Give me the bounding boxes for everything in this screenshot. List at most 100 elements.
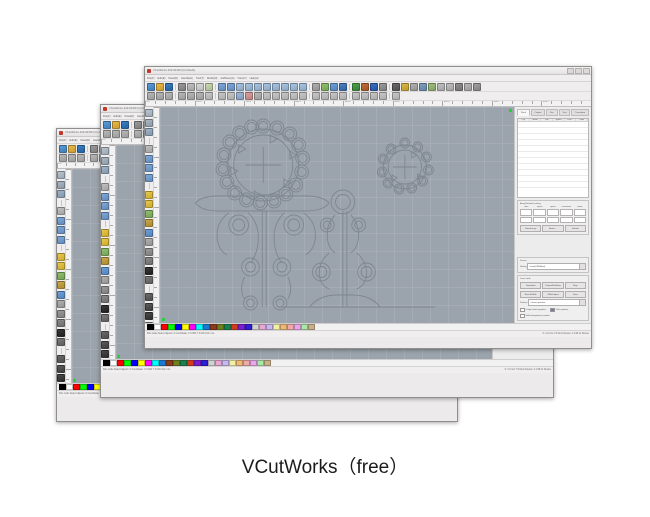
palette-swatch[interactable] <box>243 359 250 367</box>
align-bottom-icon[interactable] <box>196 92 204 100</box>
group-icon[interactable] <box>428 82 436 91</box>
text-icon-icon[interactable] <box>101 257 109 265</box>
offset-path-icon[interactable] <box>299 92 307 100</box>
array-settings-group[interactable]: Array(Default) setting Num Space Space D… <box>517 200 589 235</box>
panel-tabs[interactable]: Work Output Doc Test Transform <box>517 109 589 116</box>
menu-edit[interactable]: Edit(E) <box>113 114 122 118</box>
weld-icon[interactable] <box>312 92 320 100</box>
triangle-icon-icon[interactable] <box>101 314 109 322</box>
palette-swatch[interactable] <box>124 359 131 367</box>
palette-swatch[interactable] <box>182 323 189 331</box>
text-tool-icon[interactable] <box>455 82 463 91</box>
array-space-y-input[interactable] <box>546 209 560 216</box>
menu-draw[interactable]: Draw(D) <box>124 114 135 118</box>
layer-table-rows[interactable] <box>518 122 588 192</box>
menu-draw[interactable]: Draw(D) <box>80 138 91 142</box>
palette-swatch[interactable] <box>80 383 87 391</box>
gradient-icon-icon[interactable] <box>57 319 65 327</box>
ellipse-icon-icon[interactable] <box>101 238 109 246</box>
cone-icon-icon[interactable] <box>145 293 153 301</box>
bezier-icon-icon[interactable] <box>145 173 153 182</box>
tab-doc[interactable]: Doc <box>546 109 558 116</box>
zoom-fit-icon[interactable] <box>254 82 262 91</box>
menu-mode[interactable]: Mode(M) <box>207 76 218 80</box>
virtual-array-button[interactable]: Virtual array <box>520 225 542 232</box>
zoom-in-icon[interactable] <box>236 82 244 91</box>
node-tool-icon[interactable] <box>464 82 472 91</box>
polygon-icon-icon[interactable] <box>145 209 153 218</box>
image-icon-icon[interactable] <box>57 290 65 299</box>
palette-swatch[interactable] <box>194 359 201 367</box>
align-top-icon[interactable] <box>178 92 186 100</box>
array-space-x-input[interactable] <box>533 209 546 216</box>
select-arrow-icon-icon[interactable] <box>101 147 109 155</box>
node-delete-icon[interactable] <box>245 92 253 100</box>
intersect-icon[interactable] <box>330 92 338 100</box>
pan-icon[interactable] <box>281 82 289 91</box>
new-file-icon[interactable] <box>103 120 111 129</box>
menu-edit[interactable]: Edit(E) <box>69 138 78 142</box>
palette-swatch[interactable] <box>201 359 208 367</box>
circle-tool-icon[interactable] <box>446 82 454 91</box>
layer-1-icon[interactable] <box>352 82 360 91</box>
copy-icon[interactable] <box>196 82 204 91</box>
monitor-preview-icon[interactable] <box>339 82 347 91</box>
position-row[interactable]: Position Current position <box>520 299 586 306</box>
palette-swatch[interactable] <box>257 359 264 367</box>
palette-swatch[interactable] <box>203 323 210 331</box>
zoom-icon-icon[interactable] <box>101 166 109 174</box>
zoom-all-icon[interactable] <box>290 82 298 91</box>
node-edit-icon[interactable] <box>312 82 320 91</box>
palette-swatch[interactable] <box>180 359 187 367</box>
undo-icon[interactable] <box>218 82 226 91</box>
array-inputs-row-2[interactable] <box>520 216 587 223</box>
close-button[interactable] <box>583 68 590 74</box>
laser-work-group[interactable]: Laser work Download ChooseFileStore Stop… <box>517 275 589 321</box>
redo-icon[interactable] <box>227 82 235 91</box>
array-dislocation-input[interactable] <box>560 209 573 216</box>
palette-swatch[interactable] <box>222 359 229 367</box>
menu-file[interactable]: File(F) <box>103 114 111 118</box>
palette-swatch[interactable] <box>280 323 287 331</box>
selected-graphics-position-checkbox[interactable]: Selected graphics position <box>520 313 550 318</box>
node-edit-icon-icon[interactable] <box>101 156 109 165</box>
rotate-90-icon[interactable] <box>352 92 360 100</box>
palette-swatch[interactable] <box>175 323 182 331</box>
triangle-icon-icon[interactable] <box>145 276 153 284</box>
simplify-icon[interactable] <box>339 92 347 100</box>
node-add-icon[interactable] <box>236 92 244 100</box>
design-vector-artwork[interactable] <box>160 107 514 323</box>
palette-swatch[interactable] <box>224 323 231 331</box>
palette-swatch[interactable] <box>59 383 66 391</box>
laser-checkbox-row-1[interactable]: Output select graphics Path optimize <box>520 307 586 312</box>
palette-swatch[interactable] <box>168 323 175 331</box>
print-icon[interactable] <box>90 144 98 153</box>
palette-swatch[interactable] <box>245 323 252 331</box>
pan-hand-icon-icon[interactable] <box>101 183 109 191</box>
toolbar-second-front[interactable] <box>145 92 591 101</box>
gradient-icon-icon[interactable] <box>101 295 109 303</box>
array-dislocation-input-2[interactable] <box>560 216 573 223</box>
line-icon-icon[interactable] <box>57 216 65 225</box>
menu-file[interactable]: File(F) <box>147 76 155 80</box>
save-file-icon[interactable] <box>77 144 85 153</box>
bezier-icon-icon[interactable] <box>101 211 109 220</box>
palette-swatch[interactable] <box>231 323 238 331</box>
polygon-icon-icon[interactable] <box>57 271 65 280</box>
text-icon-icon[interactable] <box>57 281 65 289</box>
settings-icon[interactable] <box>379 82 387 91</box>
zoom-icon-icon[interactable] <box>145 128 153 136</box>
toolbar-left-front[interactable] <box>145 107 154 323</box>
menu-file[interactable]: File(F) <box>59 138 67 142</box>
flip-h-icon[interactable] <box>361 92 369 100</box>
palette-swatch[interactable] <box>250 359 257 367</box>
checkbox-box[interactable] <box>550 307 555 312</box>
palette-swatch[interactable] <box>210 323 217 331</box>
checkbox-box[interactable] <box>520 307 525 312</box>
select-arrow-icon-icon[interactable] <box>57 171 65 179</box>
align-right-icon[interactable] <box>77 154 85 162</box>
curve-tool-icon[interactable] <box>321 82 329 91</box>
tab-test[interactable]: Test <box>558 109 571 116</box>
layer-3-icon[interactable] <box>370 82 378 91</box>
select-arrow-icon-icon[interactable] <box>145 109 153 117</box>
